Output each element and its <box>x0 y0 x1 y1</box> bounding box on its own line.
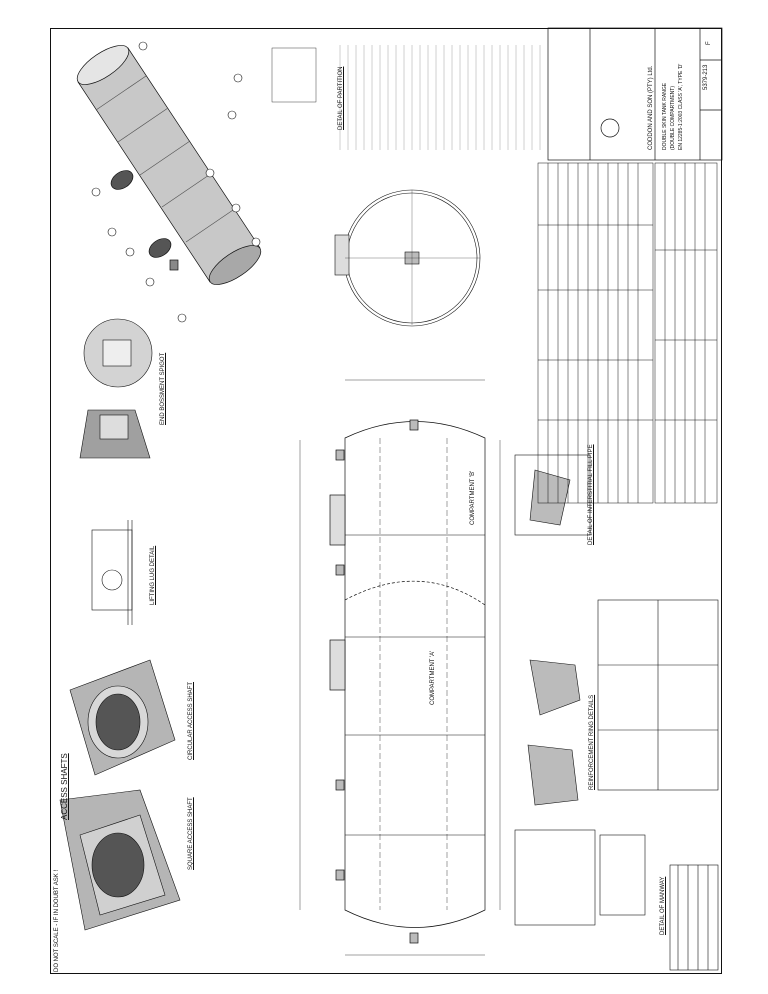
interstitial-fill-label: DETAIL OF INTERSTITIAL FILL PIPE <box>588 444 594 545</box>
end-bossment-graphic <box>79 318 153 459</box>
revision-mini-table <box>669 864 719 971</box>
revision-letter: F <box>706 41 712 45</box>
lifting-lug-graphic <box>91 520 133 625</box>
partition-label: DETAIL OF PARTITION <box>338 66 344 130</box>
lifting-lug-label: LIFTING LUG DETAIL <box>150 545 156 605</box>
access-shafts-title: ACCESS SHAFTS <box>60 753 69 820</box>
scale-note: DO NOT SCALE - IF IN DOUBT ASK ! <box>54 869 60 972</box>
company-name: CODDON AND SON (PTY) Ltd. <box>648 65 654 150</box>
drawing-number: 5379-213 <box>703 64 709 90</box>
parts-table <box>537 162 718 504</box>
end-bossment-label: END BOSSMENT SPIGOT <box>160 352 166 425</box>
description-line-2: (DOUBLE COMPARTMENT) <box>670 86 676 150</box>
tank-end-view <box>334 189 481 327</box>
circular-shaft-label: CIRCULAR ACCESS SHAFT <box>188 681 194 760</box>
square-shaft-graphic <box>59 789 181 931</box>
drawing-sheet <box>50 28 722 974</box>
circular-shaft-graphic <box>69 659 176 776</box>
compartment-a-label: COMPARTMENT 'A' <box>430 650 436 705</box>
isometric-tank <box>76 45 262 285</box>
tank-elevation <box>299 379 501 956</box>
manway-label: DETAIL OF MANWAY <box>660 876 666 935</box>
description-line-3: EN 12285-1:2003 CLASS 'A', TYPE 'D' <box>678 63 684 150</box>
square-shaft-label: SQUARE ACCESS SHAFT <box>188 797 194 870</box>
compartment-b-label: COMPARTMENT 'B' <box>470 470 476 525</box>
interstitial-detail-box <box>514 454 591 536</box>
description-line-1: DOUBLE SKIN TANK RANGE <box>662 82 668 150</box>
reinforcement-ring-label: REINFORCEMENT RING DETAILS <box>589 694 595 790</box>
